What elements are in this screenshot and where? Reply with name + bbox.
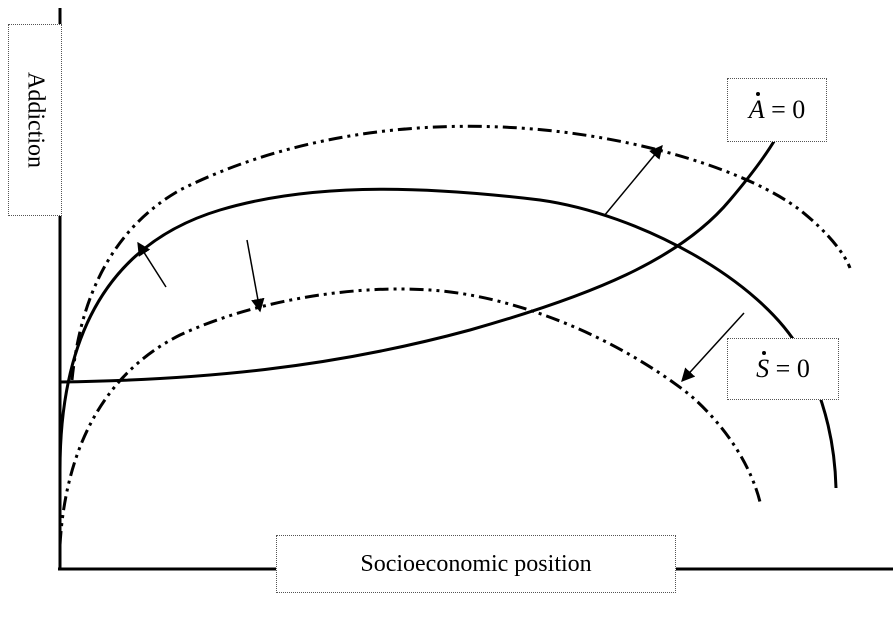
shifted-down-curve: [58, 287, 762, 546]
a-dot-zero-curve: [59, 137, 778, 384]
a-dot-zero-label: A = 0: [748, 92, 806, 125]
x-axis-label: Socioeconomic position: [360, 550, 592, 577]
shift-arrow-down-left: [681, 312, 745, 382]
x-axis-label-box: Socioeconomic position: [276, 535, 676, 593]
shift-arrow-left: [137, 241, 167, 288]
s-dot-zero-label-box: S = 0: [727, 338, 839, 400]
shifted-up-curve: [70, 124, 852, 381]
y-axis-label: Addiction: [22, 72, 49, 168]
shift-arrow-down: [246, 239, 265, 313]
a-equation-rhs: = 0: [771, 95, 806, 124]
s-dot-zero-curve: [58, 187, 838, 489]
s-equation-rhs: = 0: [775, 354, 810, 383]
s-dot-zero-label: S = 0: [756, 351, 810, 384]
s-variable: S: [756, 351, 770, 383]
a-variable: A: [748, 92, 765, 124]
a-dot-zero-label-box: A = 0: [727, 78, 827, 142]
shift-arrow-up-right: [603, 144, 663, 217]
y-axis-label-box: Addiction: [8, 24, 62, 216]
